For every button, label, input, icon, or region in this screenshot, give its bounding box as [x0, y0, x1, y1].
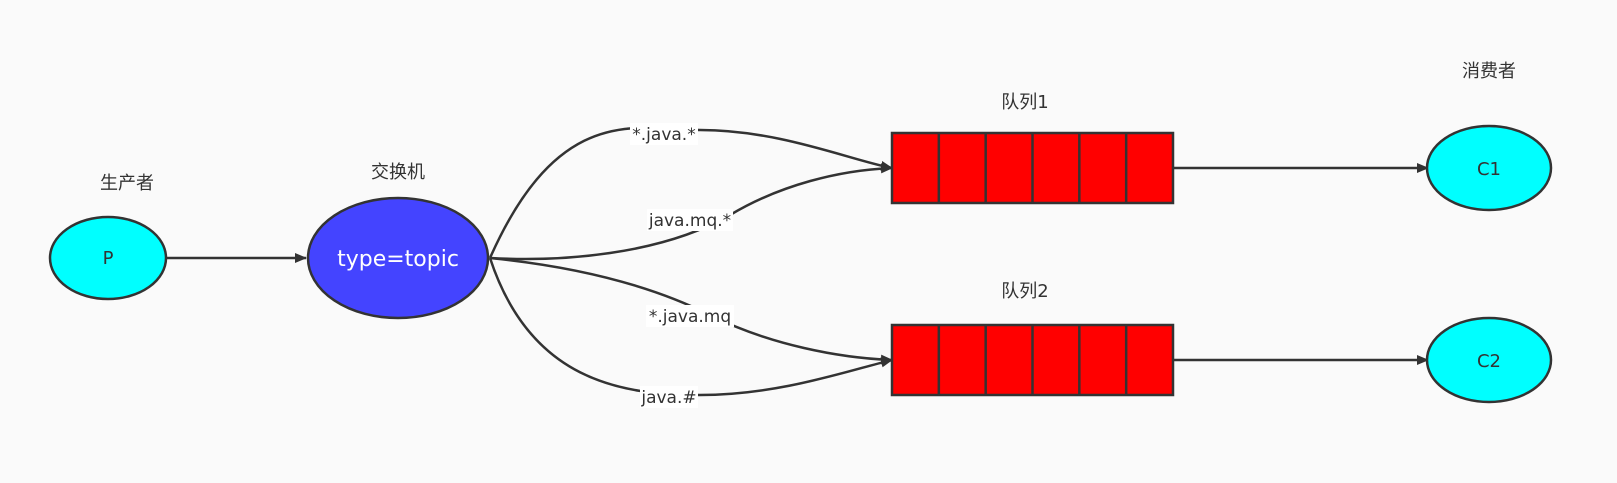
exchange-label: type=topic: [337, 247, 459, 272]
queue1: [890, 131, 1175, 205]
routing-key-3: *.java.mq: [649, 307, 731, 327]
producer-node: [48, 215, 168, 301]
queue2-title: 队列2: [1001, 281, 1048, 302]
queue1-dividers: [937, 133, 1128, 203]
queue2: [890, 323, 1175, 397]
binding-curve-1: [488, 126, 893, 259]
consumer2-node: [1425, 316, 1553, 404]
consumer-title: 消费者: [1462, 61, 1516, 82]
exchange-node: [306, 196, 490, 320]
route-label-bg-2: [647, 209, 733, 231]
route-label-bg-3: [646, 305, 734, 327]
exchange-title: 交换机: [371, 162, 425, 183]
route-label-bg-4: [640, 386, 698, 408]
routing-key-1: *.java.*: [632, 125, 695, 145]
routing-key-4: java.#: [640, 388, 696, 408]
consumer1-node: [1425, 124, 1553, 212]
queue2-dividers: [937, 325, 1128, 395]
route-label-bg-1: [630, 123, 698, 145]
queue1-title: 队列1: [1001, 92, 1048, 113]
producer-title: 生产者: [100, 173, 154, 194]
consumer1-label: C1: [1477, 159, 1501, 180]
routing-key-2: java.mq.*: [648, 211, 731, 231]
consumer2-label: C2: [1477, 351, 1501, 372]
producer-label: P: [103, 248, 114, 269]
